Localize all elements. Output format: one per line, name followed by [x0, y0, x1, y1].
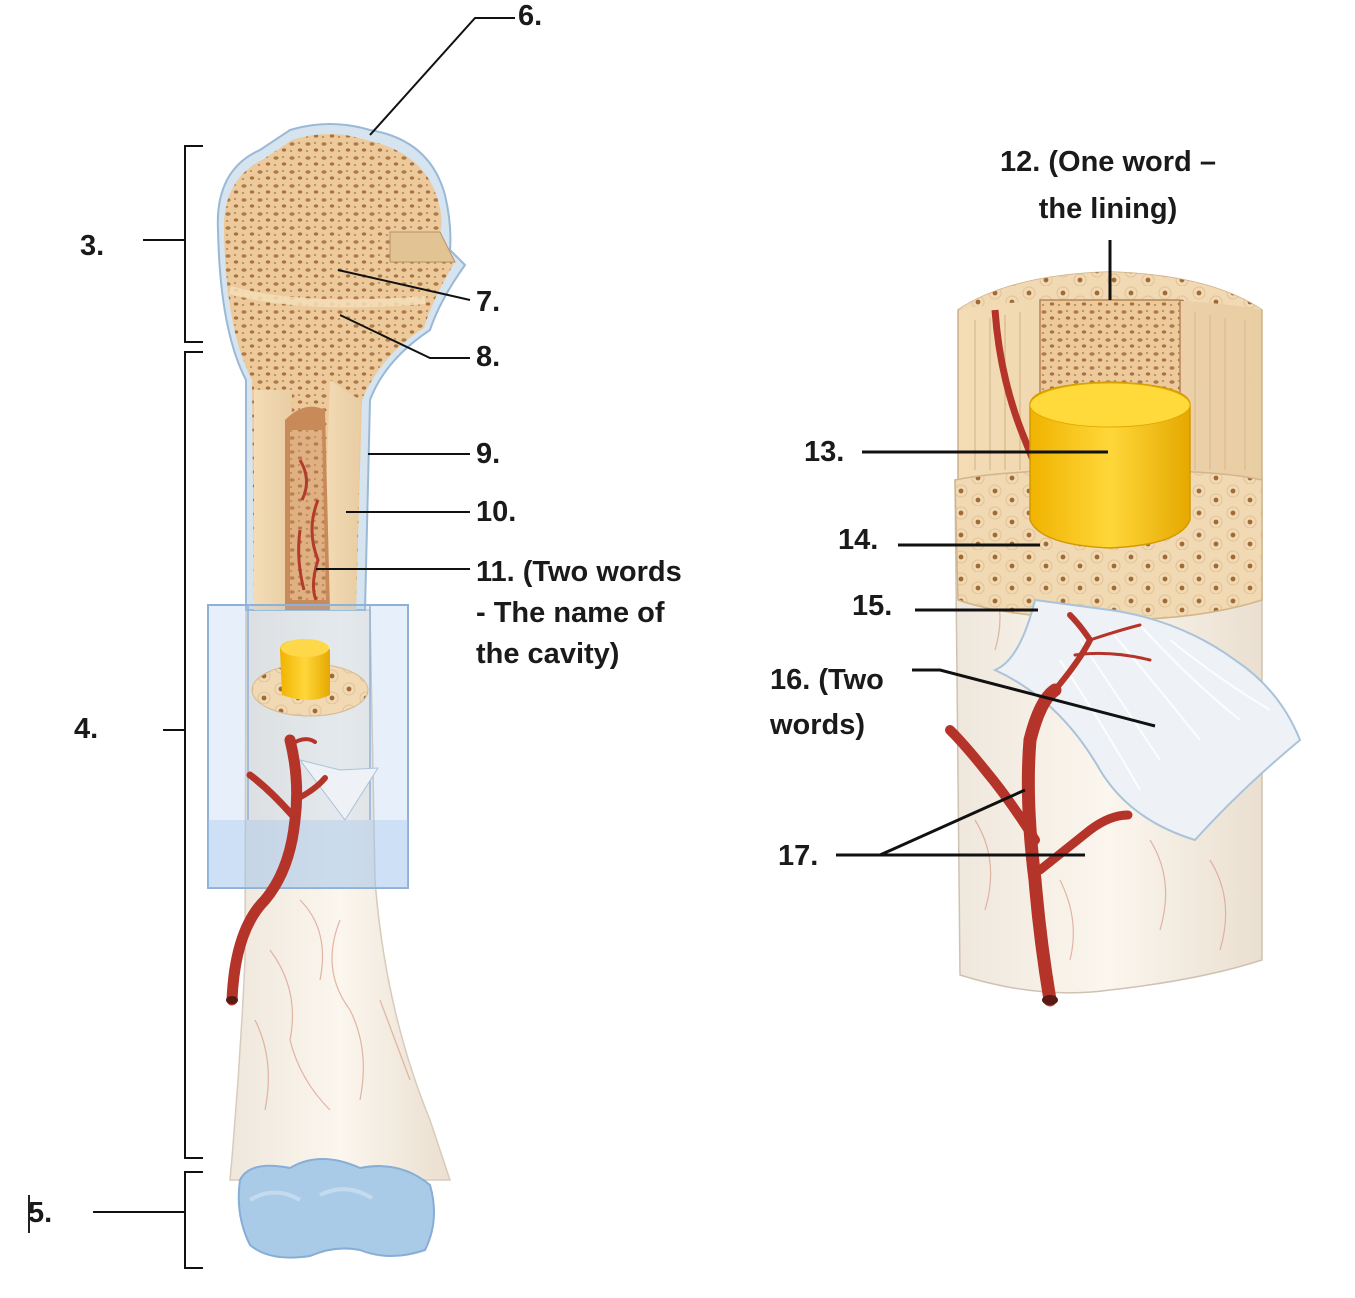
label-12-line-1: 12. (One word –: [1000, 146, 1216, 178]
diaphysis-lower: [229, 609, 452, 1181]
bracket-4: [184, 351, 203, 1159]
label-9: 9.: [476, 438, 501, 470]
long-bone: [207, 123, 467, 1259]
label-10: 10.: [476, 496, 517, 528]
label-11: 11. (Two words - The name of the cavity): [476, 552, 682, 675]
bracket-5: [184, 1171, 203, 1269]
label-5: 5.: [28, 1197, 53, 1229]
surface-vessels: [254, 899, 411, 1111]
label-14: 14.: [838, 524, 879, 556]
label-16: 16. (Two words): [770, 660, 884, 746]
label-11-line-3: the cavity): [476, 638, 620, 670]
label-11-line-2: - The name of: [476, 597, 665, 629]
label-3: 3.: [80, 230, 105, 262]
brackets: [93, 145, 203, 1269]
label-15: 15.: [852, 590, 893, 622]
leader-lines-right: [836, 450, 1156, 857]
label-12-line-2: the lining): [1038, 193, 1178, 225]
label-11-line-1: 11. (Two words: [476, 556, 682, 588]
label-13: 13.: [804, 436, 845, 468]
leader-lines-left: [316, 17, 515, 570]
label-7: 7.: [476, 286, 501, 318]
enlarged-section: [945, 240, 1302, 1007]
bracket-3: [184, 145, 203, 343]
label-6: 6.: [518, 0, 543, 32]
label-16-line-2: words): [770, 709, 866, 741]
label-4: 4.: [74, 713, 99, 745]
articular-cartilage: [237, 1158, 435, 1259]
label-8: 8.: [476, 341, 501, 373]
epiphyseal-line: [228, 286, 426, 308]
periosteal-arteries: [945, 612, 1152, 1007]
periosteum-flap: [992, 598, 1302, 842]
label-12: 12. (One word – the lining): [1000, 142, 1216, 230]
label-16-line-1: 16. (Two: [770, 664, 884, 696]
text-cursor: [28, 1195, 30, 1233]
label-17: 17.: [778, 840, 819, 872]
nutrient-artery: [226, 734, 328, 1006]
